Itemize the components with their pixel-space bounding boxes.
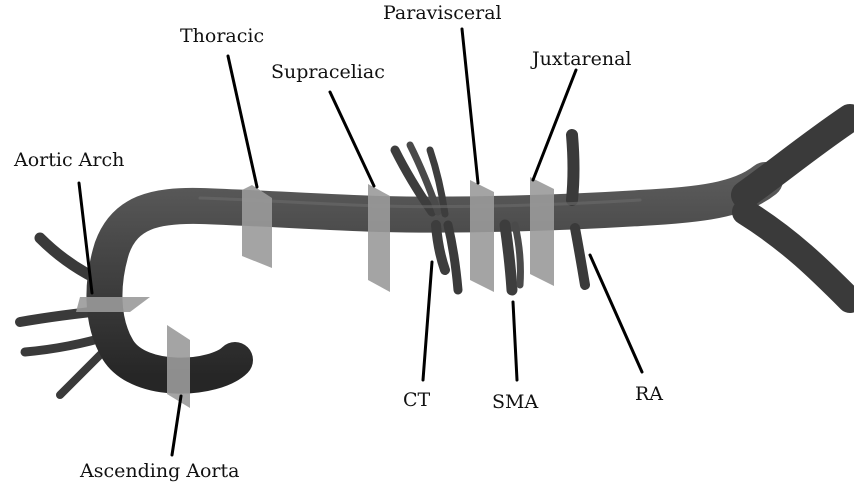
leader-thoracic (228, 56, 257, 187)
leader-ra (590, 255, 642, 372)
sma-branch (505, 225, 512, 290)
clamp-juxtarenal (530, 177, 554, 286)
vessel-tree (20, 118, 850, 395)
label-paravisceral: Paravisceral (383, 2, 502, 24)
upper-renal-branch (572, 135, 574, 200)
label-ra: RA (635, 383, 663, 405)
label-aortic-arch: Aortic Arch (13, 149, 124, 171)
label-ascending-aorta: Ascending Aorta (79, 460, 239, 482)
clamp-ascending (167, 325, 190, 408)
leader-ascending-aorta (172, 396, 181, 455)
label-sma: SMA (492, 391, 538, 413)
label-ct: CT (403, 389, 431, 411)
ct-branch-2 (448, 225, 458, 290)
clamp-aortic-arch (76, 297, 150, 312)
iliac-upper (745, 118, 850, 195)
leader-sma (513, 302, 517, 380)
label-thoracic: Thoracic (180, 25, 264, 47)
clamp-paravisceral (470, 180, 494, 292)
leader-supraceliac (330, 92, 374, 186)
clamp-thoracic (242, 185, 272, 268)
clamp-supraceliac (368, 184, 390, 292)
label-supraceliac: Supraceliac (271, 61, 385, 83)
label-juxtarenal: Juxtarenal (530, 48, 632, 70)
leader-ct (423, 262, 432, 380)
iliac-lower (745, 212, 850, 300)
ra-branch (575, 228, 585, 285)
leader-paravisceral (462, 29, 478, 183)
